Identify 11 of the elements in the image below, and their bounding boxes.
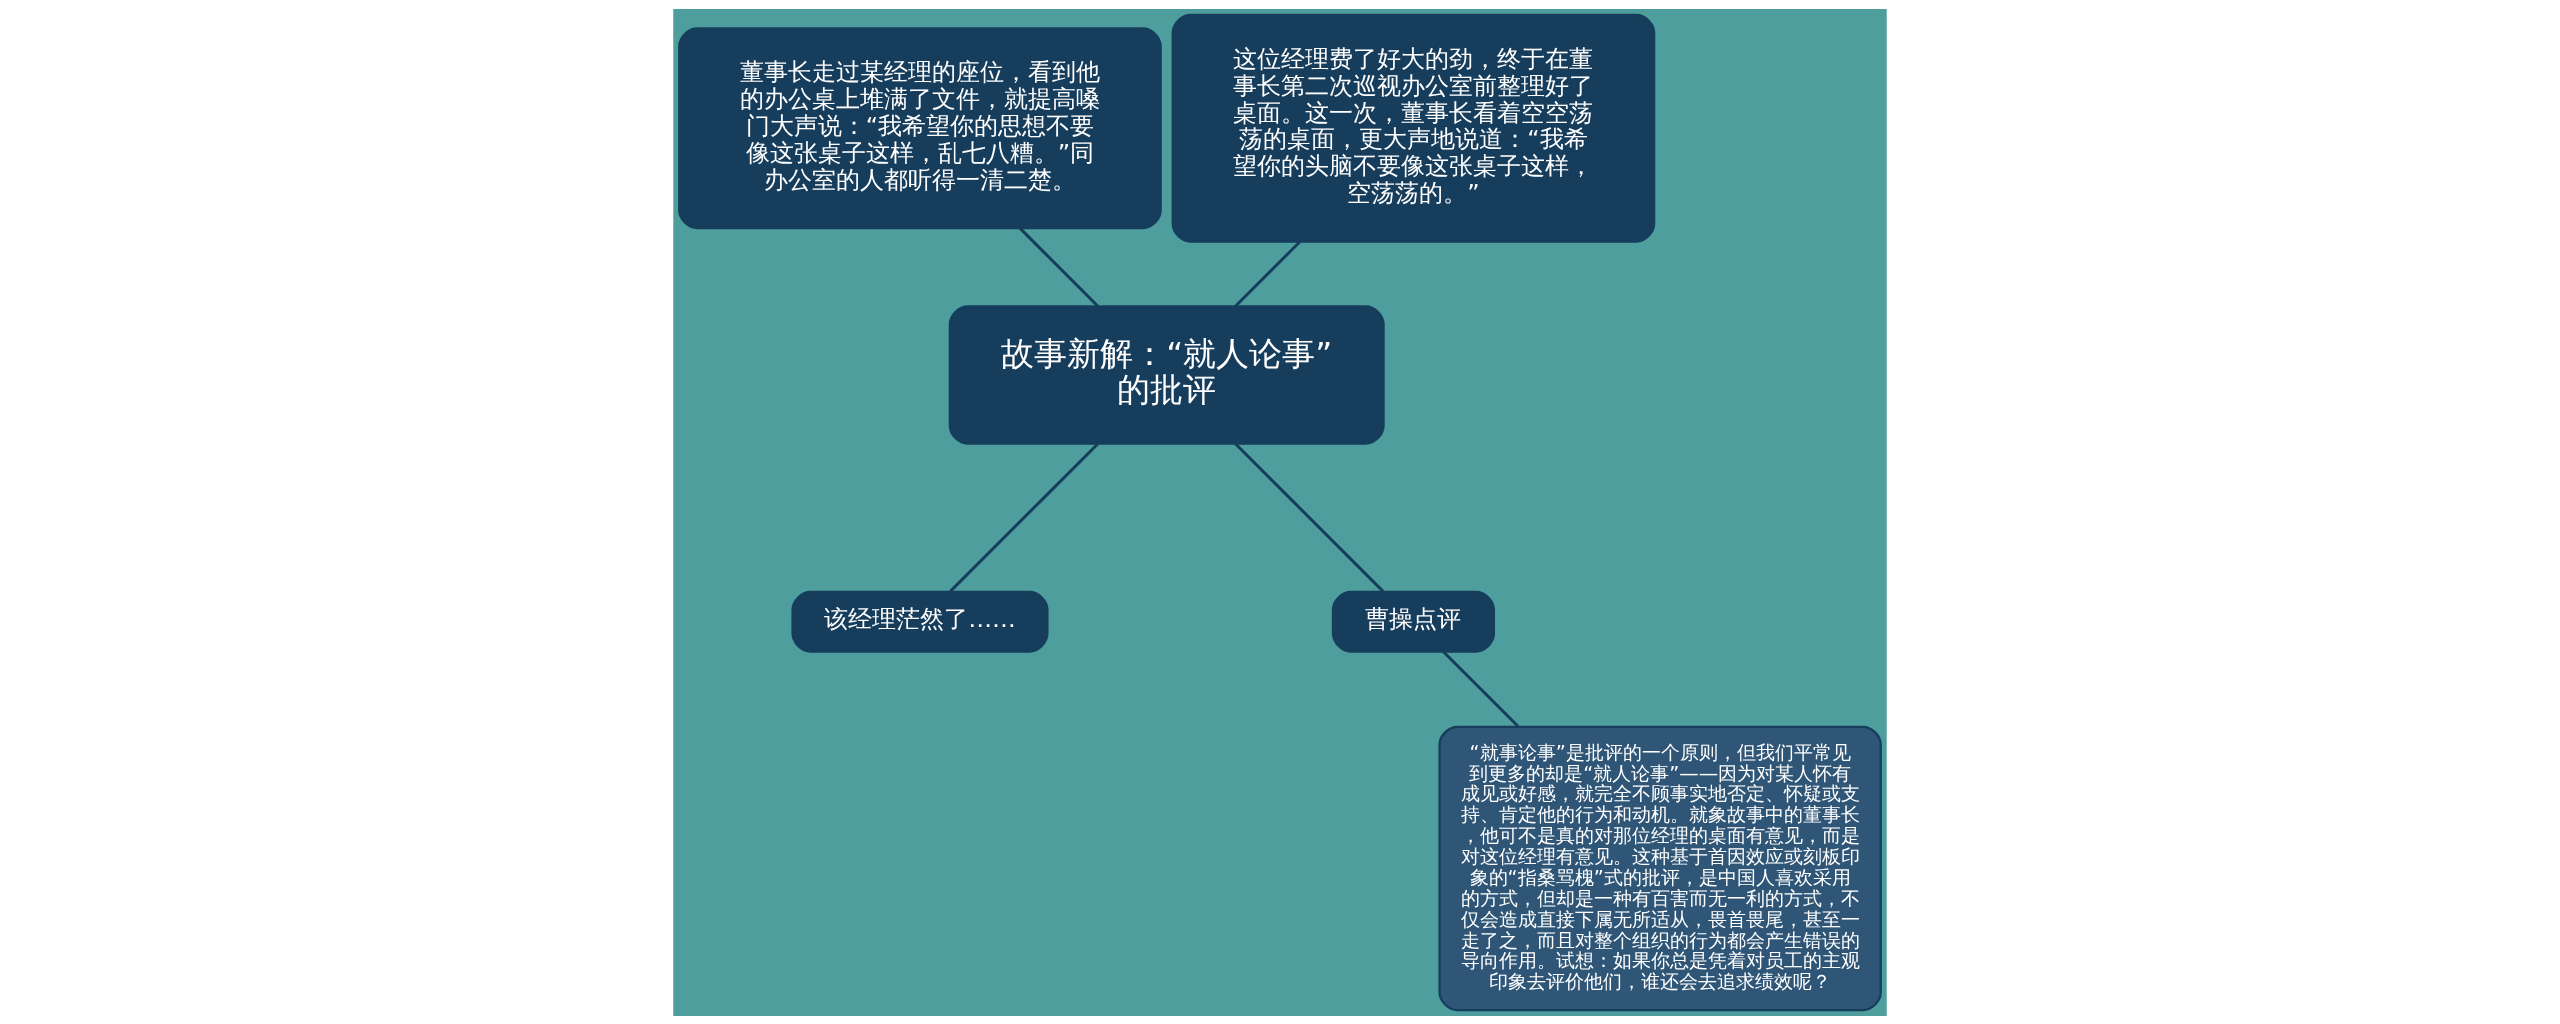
connector [1019,226,1100,307]
node-box: 该经理茫然了…… [791,590,1049,653]
node-box: 曹操点评 [1331,590,1496,653]
connector [949,442,1100,592]
connector [1234,442,1385,592]
node-box: 这位经理费了好大的劲，终于在董事长第二次巡视办公室前整理好了桌面。这一次，董事长看着空空荡荡的桌面，更大声地说道：“我希望你的头脑不要像这张桌子这样，空荡荡的。” [1171,13,1656,243]
node-box: 故事新解：“就人论事”的批评 [948,304,1385,445]
connector [1442,650,1520,727]
node-box: 董事长走过某经理的座位，看到他的办公桌上堆满了文件，就提高嗓门大声说：“我希望你的思想不要像这张桌子这样，乱七八糟。”同办公室的人都听得一清二楚。 [678,26,1162,229]
connector [1234,240,1301,307]
node-box: “就事论事”是批评的一个原则，但我们平常见到更多的却是“就人论事”——因为对某人怀有成见或好感，就完全不顾事实地否定、怀疑或支持、肯定他的行为和动机。就象故事中的董事长，他可不是真的对那位经理的桌面有意见，而是对这位经理有意见。这种基于首因效应或刻板印象的“指桑骂槐”式的批评，是中国人喜欢采用的方式，但却是一种有百害而无一利的方式，不仅会造成直接下属无所适从，畏首畏尾，甚至一走了之，而且对整个组织的行为都会产生错误的导向作用。试想：如果你总是凭着对员工的主观印象去评价他们，谁还会去追求绩效呢？ [1438,725,1882,1011]
